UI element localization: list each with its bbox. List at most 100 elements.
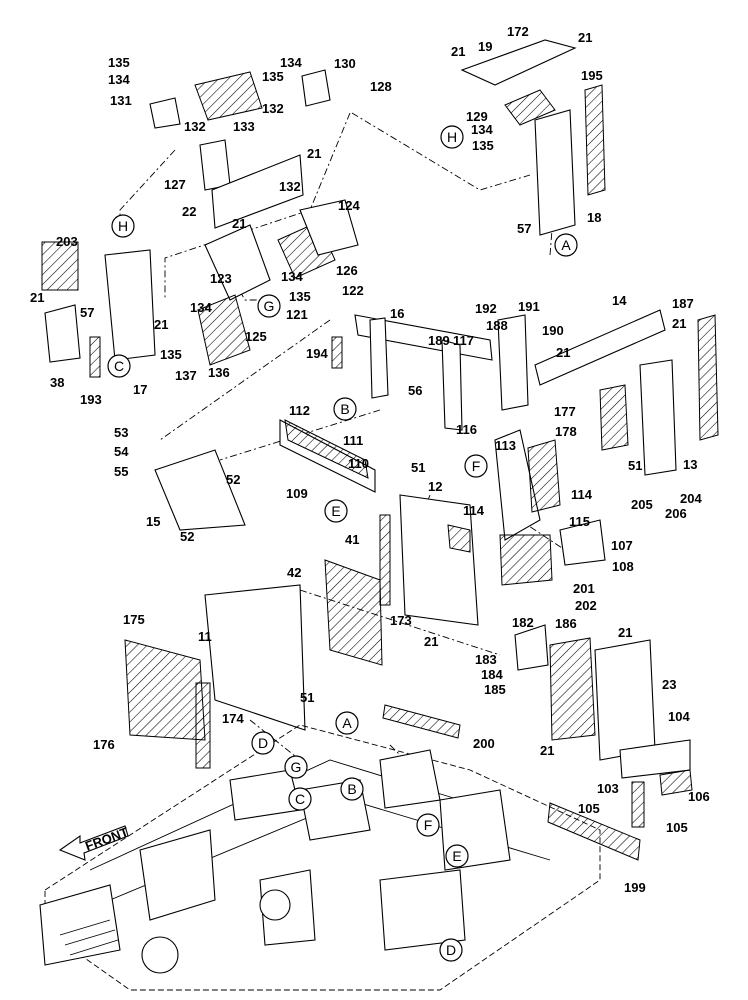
part-number-label: 110: [348, 456, 369, 471]
part-number-label: 182: [512, 615, 534, 630]
part-number-label: 134: [471, 122, 493, 137]
part-number-label: 129: [466, 109, 488, 124]
part-number-label: 114: [571, 487, 593, 502]
part-number-label: 106: [688, 789, 710, 804]
base-frame: [39, 724, 601, 991]
callout-circle: G: [257, 294, 281, 318]
part-number-label: 200: [473, 736, 495, 751]
callout-circle: A: [554, 233, 578, 257]
part-number-label: 52: [226, 472, 240, 487]
upper-right-assembly: [460, 39, 606, 236]
part-number-label: 190: [542, 323, 564, 338]
part-number-label: 104: [668, 709, 690, 724]
part-number-label: 21: [578, 30, 592, 45]
callout-letter: C: [114, 358, 124, 374]
part-number-label: 177: [554, 404, 576, 419]
part-number-label: 113: [495, 438, 516, 453]
part-number-label: 11: [198, 629, 212, 644]
part-number-label: 122: [342, 283, 364, 298]
part-number-label: 112: [289, 403, 310, 418]
callout-letter: E: [452, 848, 461, 864]
callout-letter: A: [342, 715, 352, 731]
part-number-label: 17: [133, 382, 147, 397]
callout-letter: B: [347, 781, 356, 797]
part-number-label: 107: [611, 538, 633, 553]
part-number-label: 203: [56, 234, 78, 249]
part-number-label: 184: [481, 667, 503, 682]
part-number-label: 16: [390, 306, 404, 321]
part-number-label: 21: [424, 634, 438, 649]
part-number-label: 132: [184, 119, 206, 134]
part-number-label: 134: [280, 55, 302, 70]
part-number-label: 57: [517, 221, 531, 236]
part-number-label: 176: [93, 737, 115, 752]
callout-letter: F: [472, 458, 481, 474]
part-number-label: 132: [279, 179, 301, 194]
part-number-label: 54: [114, 444, 129, 459]
callout-circle: C: [288, 787, 312, 811]
part-number-label: 108: [612, 559, 634, 574]
middle-assembly: [124, 309, 719, 861]
part-number-label: 195: [581, 68, 603, 83]
part-number-label: 132: [262, 101, 284, 116]
part-number-label: 128: [370, 79, 392, 94]
callout-letter: H: [447, 129, 457, 145]
callout-circle: F: [416, 813, 440, 837]
part-number-label: 23: [662, 677, 676, 692]
callout-letter: F: [424, 817, 433, 833]
part-number-label: 135: [262, 69, 284, 84]
part-number-label: 109: [286, 486, 308, 501]
callout-circle: A: [335, 711, 359, 735]
part-number-label: 206: [665, 506, 687, 521]
part-number-label: 116: [456, 422, 477, 437]
part-number-label: 136: [208, 365, 230, 380]
part-number-label: 201: [573, 581, 595, 596]
part-number-label: 57: [80, 305, 94, 320]
callout-letter: C: [295, 791, 305, 807]
part-number-label: 133: [233, 119, 255, 134]
part-number-label: 21: [30, 290, 44, 305]
part-number-label: 135: [160, 347, 182, 362]
part-number-label: 193: [80, 392, 102, 407]
part-number-label: 21: [451, 44, 465, 59]
part-number-label: 135: [289, 289, 311, 304]
callout-circle: D: [251, 731, 275, 755]
part-number-label: 204: [680, 491, 702, 506]
part-number-label: 21: [672, 316, 686, 331]
part-number-label: 194: [306, 346, 328, 361]
part-number-label: 103: [597, 781, 619, 796]
part-number-label: 125: [245, 329, 267, 344]
part-number-label: 38: [50, 375, 64, 390]
part-number-label: 130: [334, 56, 356, 71]
part-number-label: 126: [336, 263, 358, 278]
part-number-label: 121: [286, 307, 308, 322]
part-number-label: 105: [666, 820, 688, 835]
part-number-label: 124: [338, 198, 360, 213]
part-number-label: 183: [475, 652, 497, 667]
callout-letter: D: [258, 735, 268, 751]
part-number-label: 13: [683, 457, 697, 472]
part-number-label: 105: [578, 801, 600, 816]
callout-circle: B: [333, 397, 357, 421]
part-number-label: 134: [281, 269, 303, 284]
part-number-label: 19: [478, 39, 492, 54]
part-number-label: 51: [628, 458, 642, 473]
part-number-label: 131: [110, 93, 132, 108]
part-number-label: 21: [618, 625, 632, 640]
part-number-label: 21: [540, 743, 554, 758]
part-number-label: 51: [411, 460, 425, 475]
part-number-label: 178: [555, 424, 577, 439]
part-number-label: 135: [108, 55, 130, 70]
part-number-label: 18: [587, 210, 601, 225]
callout-circle: E: [445, 844, 469, 868]
part-number-label: 191: [518, 299, 540, 314]
callout-circle: E: [324, 499, 348, 523]
callout-letter: A: [561, 237, 571, 253]
part-number-label: 174: [222, 711, 244, 726]
callout-letter: G: [291, 759, 302, 775]
front-label: FRONT: [83, 824, 130, 853]
part-number-label: 199: [624, 880, 646, 895]
callout-circle: F: [464, 454, 488, 478]
